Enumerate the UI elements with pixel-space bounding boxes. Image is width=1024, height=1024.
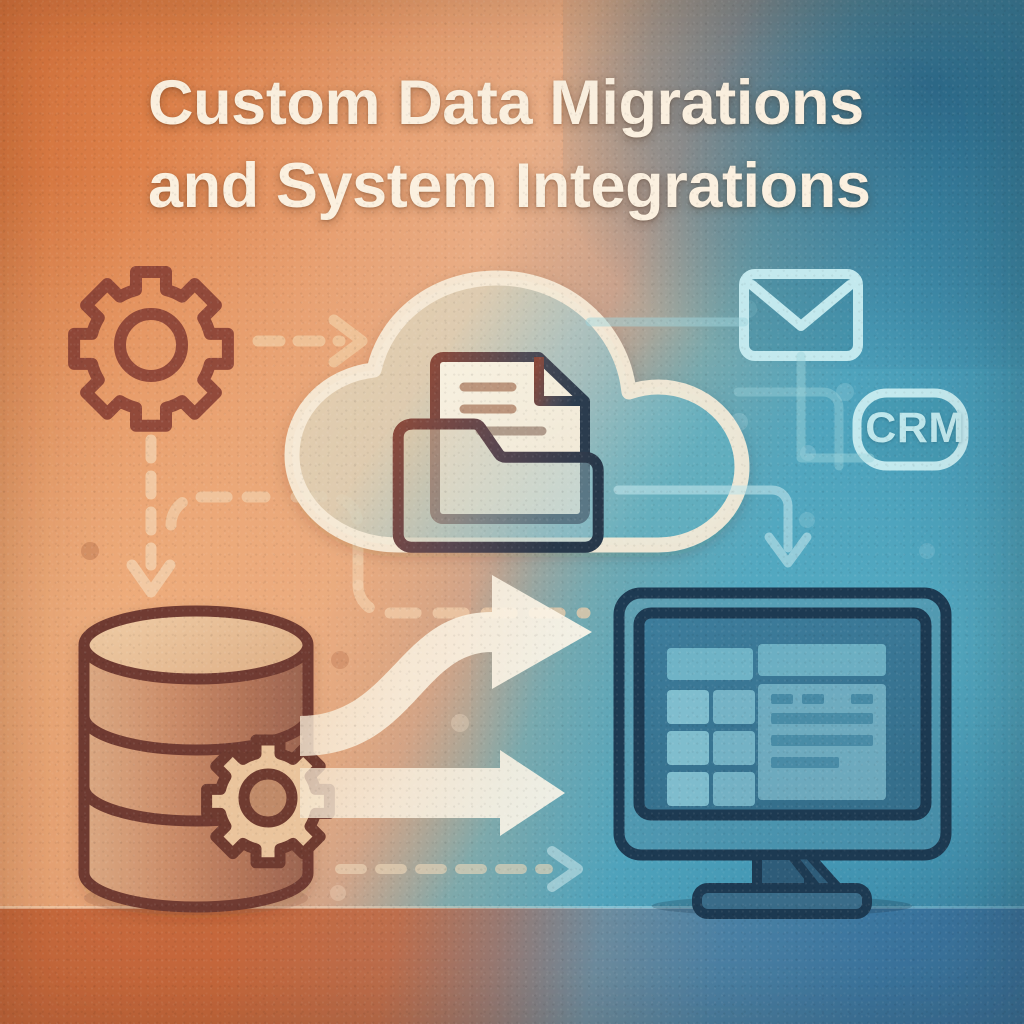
connector-gear-to-cloud: [252, 314, 368, 368]
monitor-screen-content: [667, 644, 886, 806]
decorative-dot: [330, 885, 346, 901]
arrow-bottom-dashed: [335, 846, 583, 892]
crm-badge-label: CRM: [865, 404, 965, 452]
document-text-lines: [459, 382, 547, 436]
arrow-database-to-monitor-straight: [300, 750, 565, 836]
decorative-dot: [331, 651, 349, 669]
connector-cloud-down-arrow: [613, 485, 812, 568]
ground-strip: [0, 908, 1024, 1024]
connector-lower-dashed-track: [352, 579, 591, 619]
decorative-dot: [919, 543, 935, 559]
page-title: Custom Data Migrations and System Integr…: [148, 68, 871, 221]
top-right-shade: [563, 0, 1024, 369]
gear-icon: [201, 734, 335, 869]
arrow-database-to-monitor-curved: [300, 575, 592, 756]
decorative-dot: [800, 445, 816, 461]
connector-email-to-crm: [733, 351, 875, 471]
crm-badge-icon: [852, 388, 969, 471]
horizon-line: [0, 906, 1024, 909]
decorative-dot: [81, 542, 99, 560]
folder-icon: [392, 418, 604, 553]
envelope-icon: [739, 269, 863, 361]
decorative-dot: [451, 714, 469, 732]
connector-gear-to-database: [126, 434, 176, 598]
decorative-dot: [799, 512, 815, 528]
monitor-icon: [613, 587, 952, 919]
decorative-dot: [836, 383, 854, 401]
gear-icon: [68, 266, 234, 432]
